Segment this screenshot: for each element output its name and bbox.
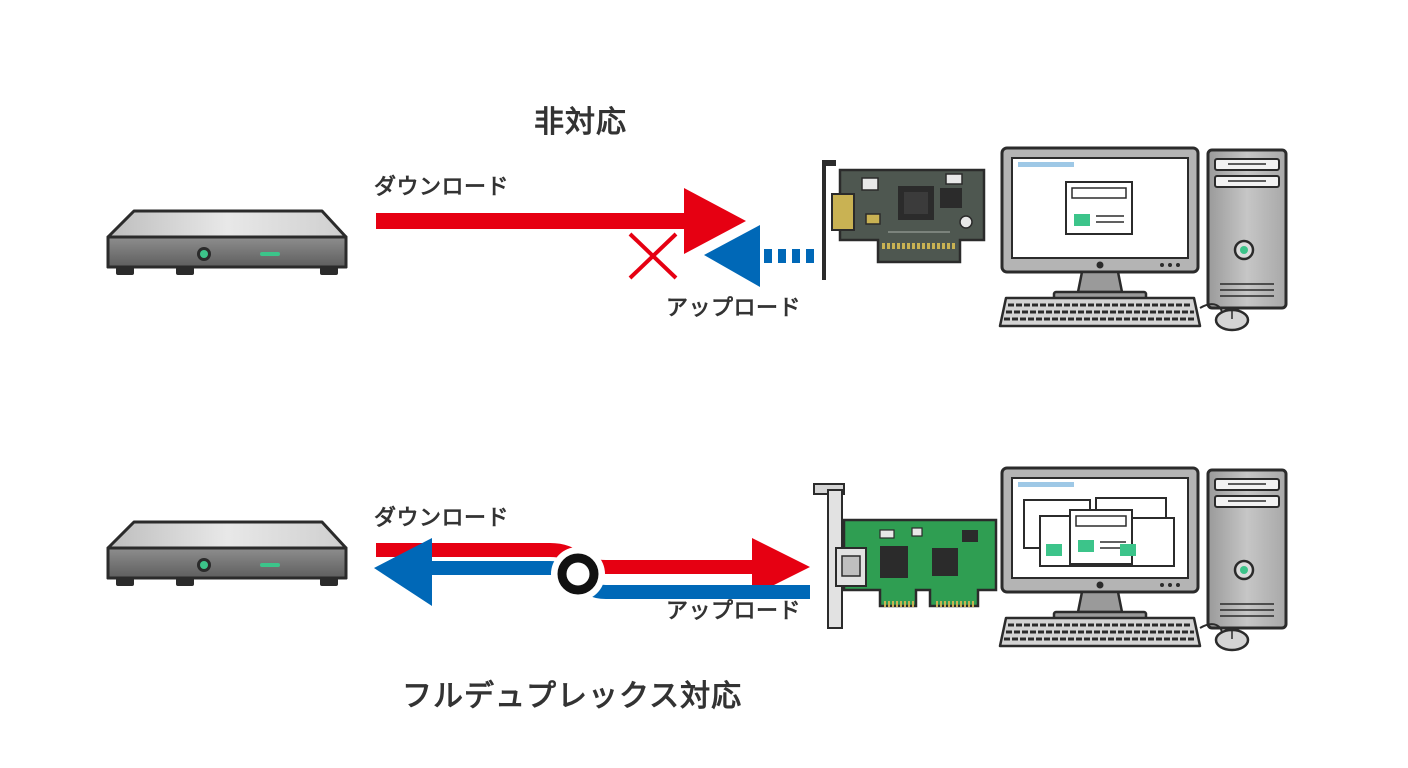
pcie-network-card-icon (813, 483, 998, 629)
router-icon (106, 209, 348, 277)
crossing-ring-icon (551, 547, 605, 601)
bottom-title: フルデュプレックス対応 (402, 679, 743, 714)
download-arrow (376, 188, 746, 254)
old-network-card-icon (822, 160, 986, 280)
desktop-pc-icon (998, 146, 1288, 332)
top-upload-label: アップロード (666, 296, 802, 321)
bottom-upload-label: アップロード (666, 599, 802, 624)
top-title: 非対応 (534, 105, 627, 140)
top-download-label: ダウンロード (374, 175, 510, 200)
blocked-x-icon (628, 232, 678, 280)
bottom-download-label: ダウンロード (374, 506, 510, 531)
desktop-pc-icon (998, 466, 1288, 652)
router-icon (106, 520, 348, 588)
upload-arrow-dashed (704, 225, 820, 287)
